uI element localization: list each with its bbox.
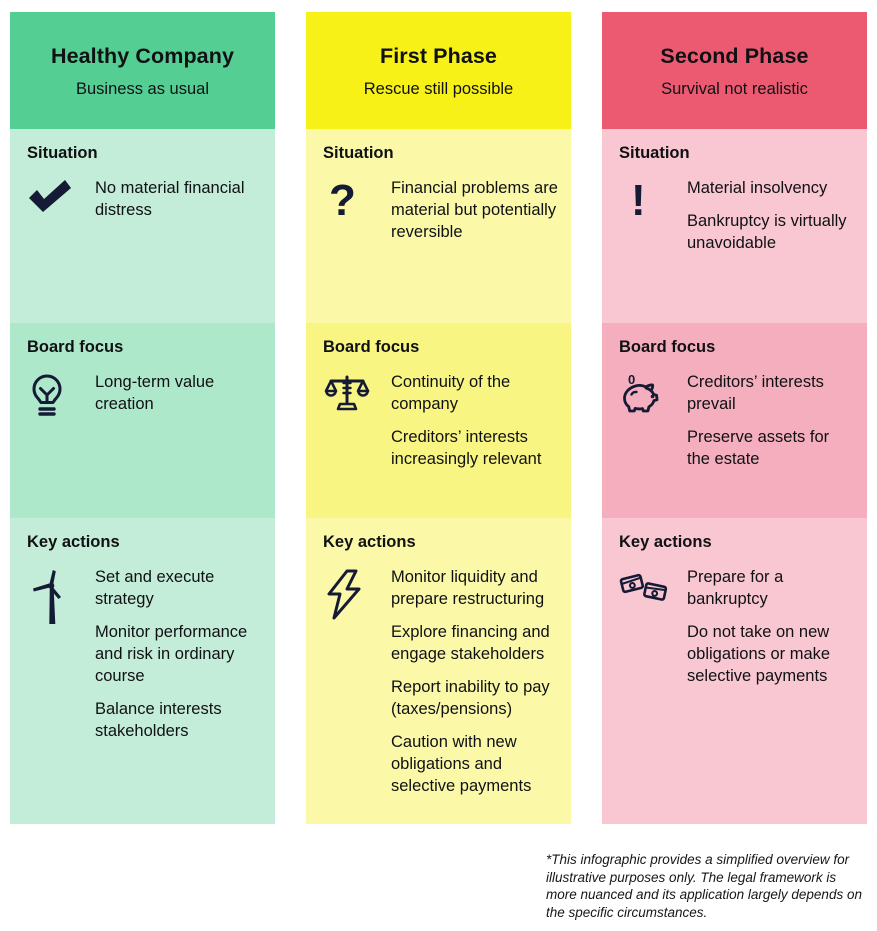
section-heading: Situation [619, 144, 690, 162]
column-title: Healthy Company [50, 44, 235, 68]
column-title: Second Phase [660, 44, 809, 68]
column-header: Healthy Company Business as usual [10, 12, 275, 129]
column-header: Second Phase Survival not realistic [602, 12, 867, 129]
column-subtitle: Survival not realistic [661, 80, 808, 98]
item-text: Set and execute strategy [95, 568, 215, 608]
section-board-focus: Board focus [306, 323, 571, 518]
section-items: Financial problems are material but pote… [391, 177, 559, 254]
column-title: First Phase [379, 44, 497, 68]
section-row: Prepare for a bankruptcy Do not take on … [619, 566, 855, 698]
disclaimer-footnote: *This infographic provides a simplified … [546, 852, 862, 920]
section-row: Long-term value creation [27, 371, 263, 426]
section-items: Prepare for a bankruptcy Do not take on … [687, 566, 855, 698]
column-second-phase: Second Phase Survival not realistic Situ… [602, 12, 867, 824]
section-items: Continuity of the company Creditors’ int… [391, 371, 559, 481]
item-text: Do not take on new obligations or make s… [687, 623, 831, 685]
column-header: First Phase Rescue still possible [306, 12, 571, 129]
item-text: Creditors’ interests increasingly releva… [391, 428, 542, 468]
section-row: Set and execute strategy Monitor perform… [27, 566, 263, 753]
section-items: Long-term value creation [95, 371, 263, 426]
item-text: Caution with new obligations and selecti… [391, 733, 532, 795]
section-key-actions: Key actions Set and execute strategy [10, 518, 275, 824]
section-situation: Situation ? Financial problems are mater… [306, 129, 571, 323]
section-row: No material financial distress [27, 177, 263, 232]
section-heading: Situation [27, 144, 98, 162]
section-row: Continuity of the company Creditors’ int… [323, 371, 559, 481]
section-items: Creditors’ interests prevail Preserve as… [687, 371, 855, 481]
section-heading: Key actions [27, 533, 120, 551]
item-text: No material financial distress [95, 179, 245, 219]
section-heading: Board focus [619, 338, 716, 356]
wind-turbine-icon [27, 568, 77, 626]
section-heading: Board focus [27, 338, 124, 356]
section-heading: Key actions [323, 533, 416, 551]
section-situation: Situation No material financial distress [10, 129, 275, 323]
column-first-phase: First Phase Rescue still possible Situat… [306, 12, 571, 824]
item-text: Monitor liquidity and prepare restructur… [391, 568, 545, 608]
svg-text:0: 0 [628, 373, 635, 387]
section-heading: Situation [323, 144, 394, 162]
item-text: Report inability to pay (taxes/pensions) [391, 678, 550, 718]
phase-columns: Healthy Company Business as usual Situat… [10, 12, 867, 824]
piggy-bank-icon: 0 [619, 373, 669, 419]
item-text: Balance interests stakeholders [95, 700, 222, 740]
item-text: Financial problems are material but pote… [391, 179, 558, 241]
section-key-actions: Key actions Monitor liquidity and prepar… [306, 518, 571, 824]
exclamation-mark-icon: ! [631, 176, 646, 225]
item-text: Material insolvency [687, 179, 828, 197]
section-row: 0 Creditors’ interests prevail Preserve … [619, 371, 855, 481]
section-heading: Board focus [323, 338, 420, 356]
scales-icon [323, 373, 373, 415]
section-items: Monitor liquidity and prepare restructur… [391, 566, 559, 808]
item-text: Creditors’ interests prevail [687, 373, 824, 413]
item-text: Bankruptcy is virtually unavoidable [687, 212, 847, 252]
section-heading: Key actions [619, 533, 712, 551]
item-text: Monitor performance and risk in ordinary… [95, 623, 248, 685]
column-healthy-company: Healthy Company Business as usual Situat… [10, 12, 275, 824]
item-text: Explore financing and engage stakeholder… [391, 623, 550, 663]
check-icon [27, 179, 77, 215]
banknotes-icon [619, 568, 669, 608]
item-text: Preserve assets for the estate [687, 428, 830, 468]
section-board-focus: Board focus Long-term value creation [10, 323, 275, 518]
section-board-focus: Board focus 0 Creditors’ interests preva… [602, 323, 867, 518]
section-row: Monitor liquidity and prepare restructur… [323, 566, 559, 808]
section-situation: Situation ! Material insolvency Bankrupt… [602, 129, 867, 323]
item-text: Prepare for a bankruptcy [687, 568, 784, 608]
item-text: Continuity of the company [391, 373, 511, 413]
section-items: Set and execute strategy Monitor perform… [95, 566, 263, 753]
column-subtitle: Rescue still possible [363, 80, 514, 98]
section-items: Material insolvency Bankruptcy is virtua… [687, 177, 855, 265]
lightbulb-icon [27, 373, 77, 421]
section-row: ! Material insolvency Bankruptcy is virt… [619, 177, 855, 265]
question-mark-icon: ? [329, 176, 356, 225]
column-subtitle: Business as usual [76, 80, 209, 98]
item-text: Long-term value creation [95, 373, 215, 413]
section-items: No material financial distress [95, 177, 263, 232]
section-row: ? Financial problems are material but po… [323, 177, 559, 254]
lightning-bolt-icon [323, 568, 373, 622]
section-key-actions: Key actions [602, 518, 867, 824]
